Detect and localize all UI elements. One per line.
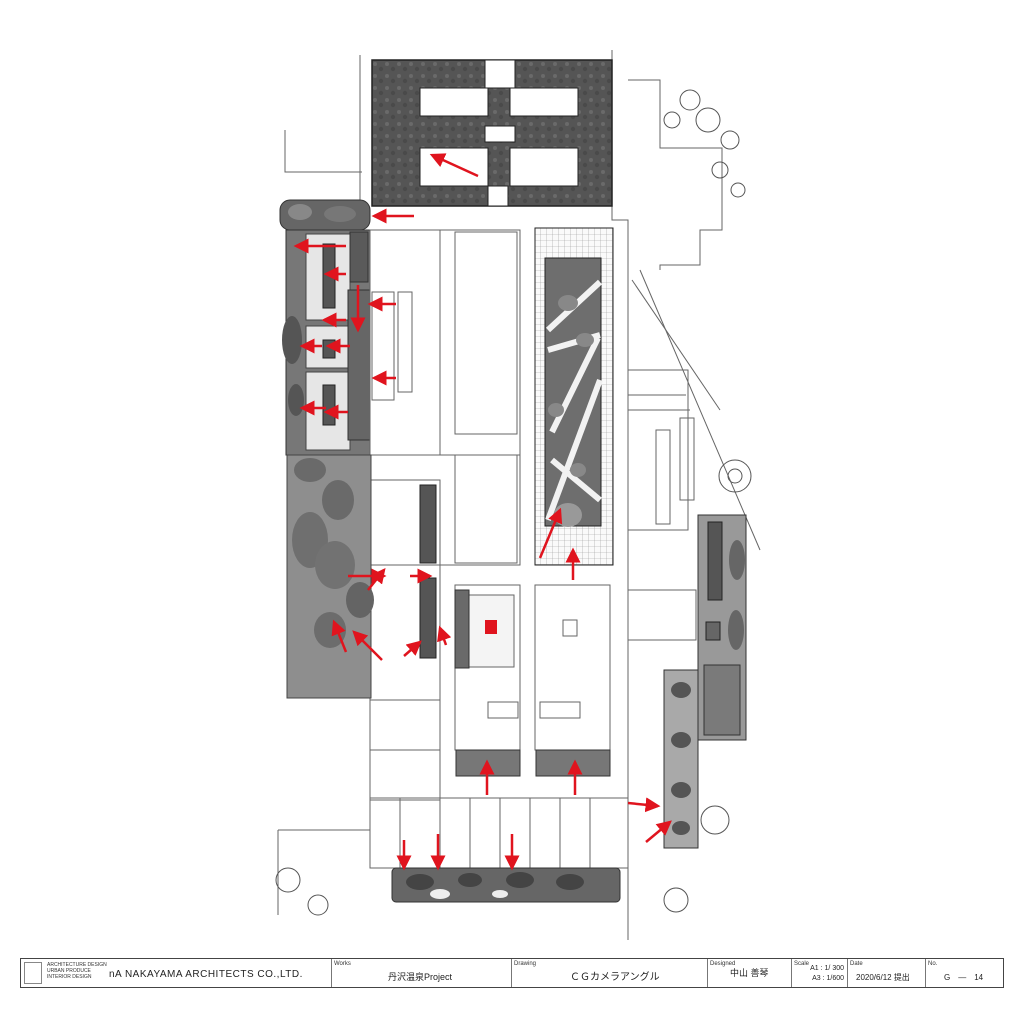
designed-cell: Designed 中山 善琴 (707, 959, 791, 987)
camera-arrow (645, 820, 672, 843)
top-building (371, 59, 613, 207)
camera-arrow (437, 625, 452, 646)
camera-arrow (331, 619, 348, 653)
drawing-cell: Drawing ＣＧカメラアングル (511, 959, 707, 987)
site-plan-drawing (275, 50, 761, 940)
trees (275, 89, 752, 916)
camera-arrow (538, 507, 563, 559)
camera-arrow (627, 797, 661, 813)
drawing-value: ＣＧカメラアングル (570, 972, 660, 983)
right-garden-block (697, 514, 747, 741)
firm-name: nA NAKAYAMA ARCHITECTS CO.,LTD. (109, 969, 303, 980)
designed-value: 中山 善琴 (730, 968, 769, 978)
works-cell: Works 丹沢温泉Project (331, 959, 511, 987)
bottom-garden-strip (391, 867, 621, 903)
camera-angle-arrows (293, 153, 672, 871)
works-value: 丹沢温泉Project (388, 972, 453, 982)
camera-arrow (367, 568, 386, 591)
left-rooms-block (282, 229, 371, 456)
right-gravel-strip (663, 669, 699, 849)
bottom-lobby (369, 797, 629, 869)
date-value: 2020/6/12 提出 (856, 973, 910, 982)
bath-rooms (454, 584, 611, 751)
right-rooms (627, 369, 697, 641)
camera-arrow (403, 640, 422, 657)
sheet-number-cell: No. G — 14 (925, 959, 1003, 987)
date-cell: Date 2020/6/12 提出 (847, 959, 925, 987)
scale-cell: Scale A1 : 1/ 300 A3 : 1/600 (791, 959, 847, 987)
firm-services: ARCHITECTURE DESIGN URBAN PRODUCE INTERI… (47, 962, 107, 980)
corridor-rooms (369, 229, 521, 801)
central-gravel-garden (534, 227, 614, 566)
firm-logo (24, 962, 42, 984)
left-garden-strip (279, 199, 371, 231)
title-block: ARCHITECTURE DESIGN URBAN PRODUCE INTERI… (20, 958, 1004, 988)
camera-arrow (429, 153, 479, 178)
sheet-number: G — 14 (944, 973, 984, 982)
camera-arrow (352, 630, 383, 661)
